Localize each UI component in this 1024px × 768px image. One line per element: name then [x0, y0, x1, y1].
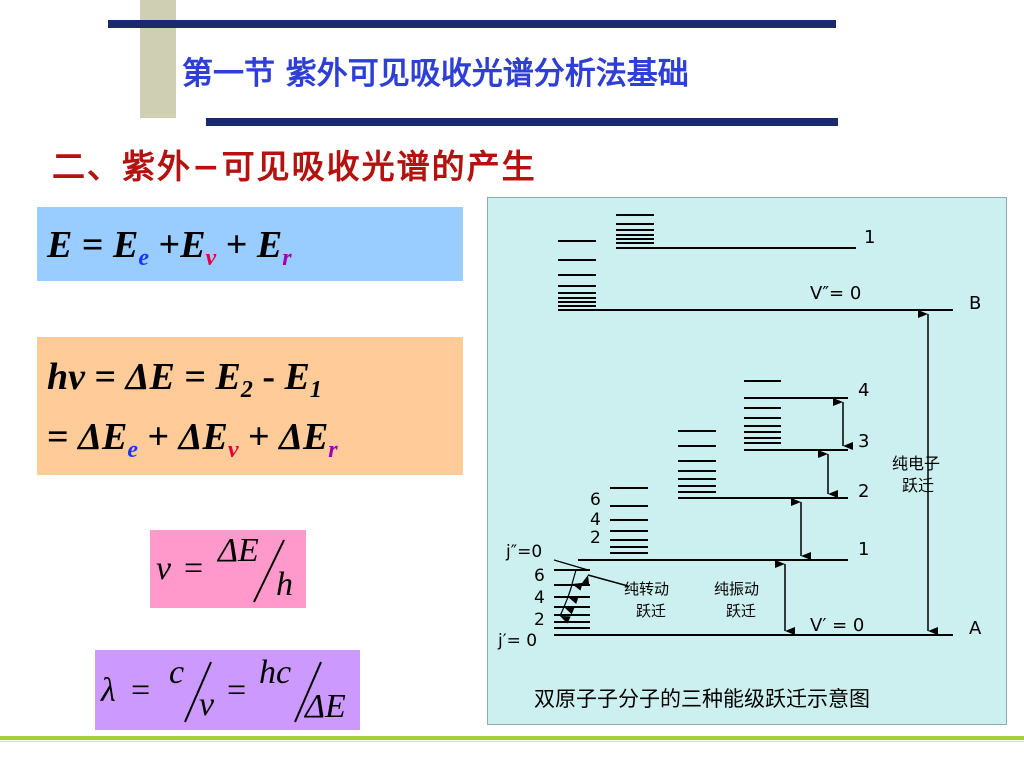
- label-j2-lower: 2: [534, 610, 545, 630]
- subscript-2: 2: [240, 377, 253, 403]
- symbol-Er: E: [256, 224, 283, 266]
- energy-level-diagram-svg: [553, 214, 953, 636]
- fraction-slash: [253, 539, 285, 603]
- formula-energy-sum: E = Ee +Ev + Er: [47, 223, 292, 272]
- subscript-e: e: [127, 437, 138, 463]
- section-subtitle: 二、紫外−可见吸收光谱的产生: [52, 147, 537, 186]
- pointer-rotational: [581, 574, 629, 587]
- symbol-hv: hν: [47, 356, 85, 398]
- formula-photon-energy-line1: hν = ΔE = E2 - E1: [47, 355, 322, 404]
- plus-sign: +: [238, 416, 280, 458]
- formula-box-frequency: ν = ΔE h: [150, 530, 306, 608]
- equals-sign: =: [227, 672, 247, 709]
- label-electronic-1: 纯电子: [892, 454, 941, 473]
- symbol-E1: E: [284, 356, 310, 398]
- header-decoration-bar: [140, 0, 176, 118]
- label-rotational-2: 跃迁: [636, 602, 667, 620]
- label-mid-4: 4: [858, 380, 870, 401]
- label-j-prime-0: j′= 0: [498, 631, 538, 651]
- plus-sign: +: [216, 224, 257, 266]
- symbol-nu: ν: [156, 550, 172, 587]
- symbol-delta-Ee: ΔE: [78, 416, 128, 458]
- footer-rule-thin: [0, 741, 1024, 742]
- label-vibrational-2: 跃迁: [726, 602, 757, 620]
- plus-sign: +: [149, 224, 181, 266]
- formula-box-photon-energy: hν = ΔE = E2 - E1 = ΔEe + ΔEv + ΔEr: [37, 337, 463, 475]
- fraction-slash: [184, 661, 212, 723]
- label-j4-upper: 4: [590, 510, 601, 530]
- label-vibrational-1: 纯振动: [714, 580, 760, 598]
- equals-sign: =: [174, 356, 216, 398]
- footer-rule: [0, 736, 1024, 740]
- subscript-v: v: [227, 437, 239, 463]
- fraction-slash: [294, 661, 322, 723]
- arrow-rot: [571, 569, 583, 591]
- symbol-Ev: E: [180, 224, 206, 266]
- page-title: 第一节 紫外可见吸收光谱分析法基础: [182, 56, 689, 92]
- connector-j0: [553, 559, 589, 571]
- energy-level-diagram: 1 V″= 0 B 4 3 2 1 V′ = 0 A 6 4 2 j″=0 6 …: [487, 197, 1007, 725]
- label-j2-upper: 2: [590, 528, 601, 548]
- header-rule-top: [108, 20, 836, 28]
- label-j4-lower: 4: [534, 588, 545, 608]
- numerator-c: c: [169, 654, 185, 691]
- label-upper-1: 1: [864, 227, 876, 248]
- equals-sign: =: [72, 224, 114, 266]
- label-mid-3: 3: [858, 431, 870, 452]
- denominator-h: h: [276, 566, 293, 603]
- symbol-lambda: λ: [101, 672, 116, 709]
- label-upper-v0: V″= 0: [810, 283, 862, 304]
- subscript-e: e: [138, 245, 150, 271]
- label-mid-1: 1: [858, 539, 870, 560]
- arrow-rot: [559, 606, 571, 624]
- minus-sign: -: [252, 356, 285, 398]
- subscript-v: v: [205, 245, 217, 271]
- label-A: A: [969, 618, 982, 639]
- formula-box-wavelength: λ = c ν = hc ΔE: [95, 650, 360, 730]
- symbol-delta-Er: ΔE: [279, 416, 329, 458]
- symbol-Ee: E: [113, 224, 139, 266]
- equals-sign: =: [131, 672, 151, 709]
- denominator-delta-E: ΔE: [305, 688, 346, 725]
- formula-box-energy-sum: E = Ee +Ev + Er: [37, 207, 463, 281]
- symbol-E2: E: [215, 356, 241, 398]
- arrow-rot: [563, 596, 575, 615]
- symbol-E: E: [47, 224, 73, 266]
- numerator-hc: hc: [259, 654, 292, 691]
- label-lower-v0: V′ = 0: [810, 615, 865, 636]
- subscript-r: r: [282, 245, 292, 271]
- label-j6-lower: 6: [534, 566, 545, 586]
- header-rule-bottom: [206, 118, 838, 126]
- numerator-delta-E: ΔE: [218, 532, 259, 569]
- arrow-rot: [567, 584, 579, 604]
- subscript-1: 1: [309, 377, 322, 403]
- label-mid-2: 2: [858, 481, 870, 502]
- formula-photon-energy-line2: = ΔEe + ΔEv + ΔEr: [47, 415, 338, 464]
- symbol-delta-E: ΔE: [125, 356, 175, 398]
- equals-sign: =: [85, 356, 126, 398]
- symbol-delta-Ev: ΔE: [178, 416, 228, 458]
- denominator-nu: ν: [199, 686, 215, 723]
- equals-sign: =: [47, 416, 79, 458]
- subscript-r: r: [328, 437, 338, 463]
- label-B: B: [969, 293, 982, 314]
- label-electronic-2: 跃迁: [902, 476, 935, 495]
- plus-sign: +: [137, 416, 179, 458]
- label-rotational-1: 纯转动: [624, 580, 670, 598]
- diagram-caption: 双原子子分子的三种能级跃迁示意图: [534, 687, 870, 711]
- equals-sign: =: [184, 550, 204, 587]
- label-j6-upper: 6: [590, 490, 601, 510]
- label-j-double-prime-0: j″=0: [506, 542, 543, 562]
